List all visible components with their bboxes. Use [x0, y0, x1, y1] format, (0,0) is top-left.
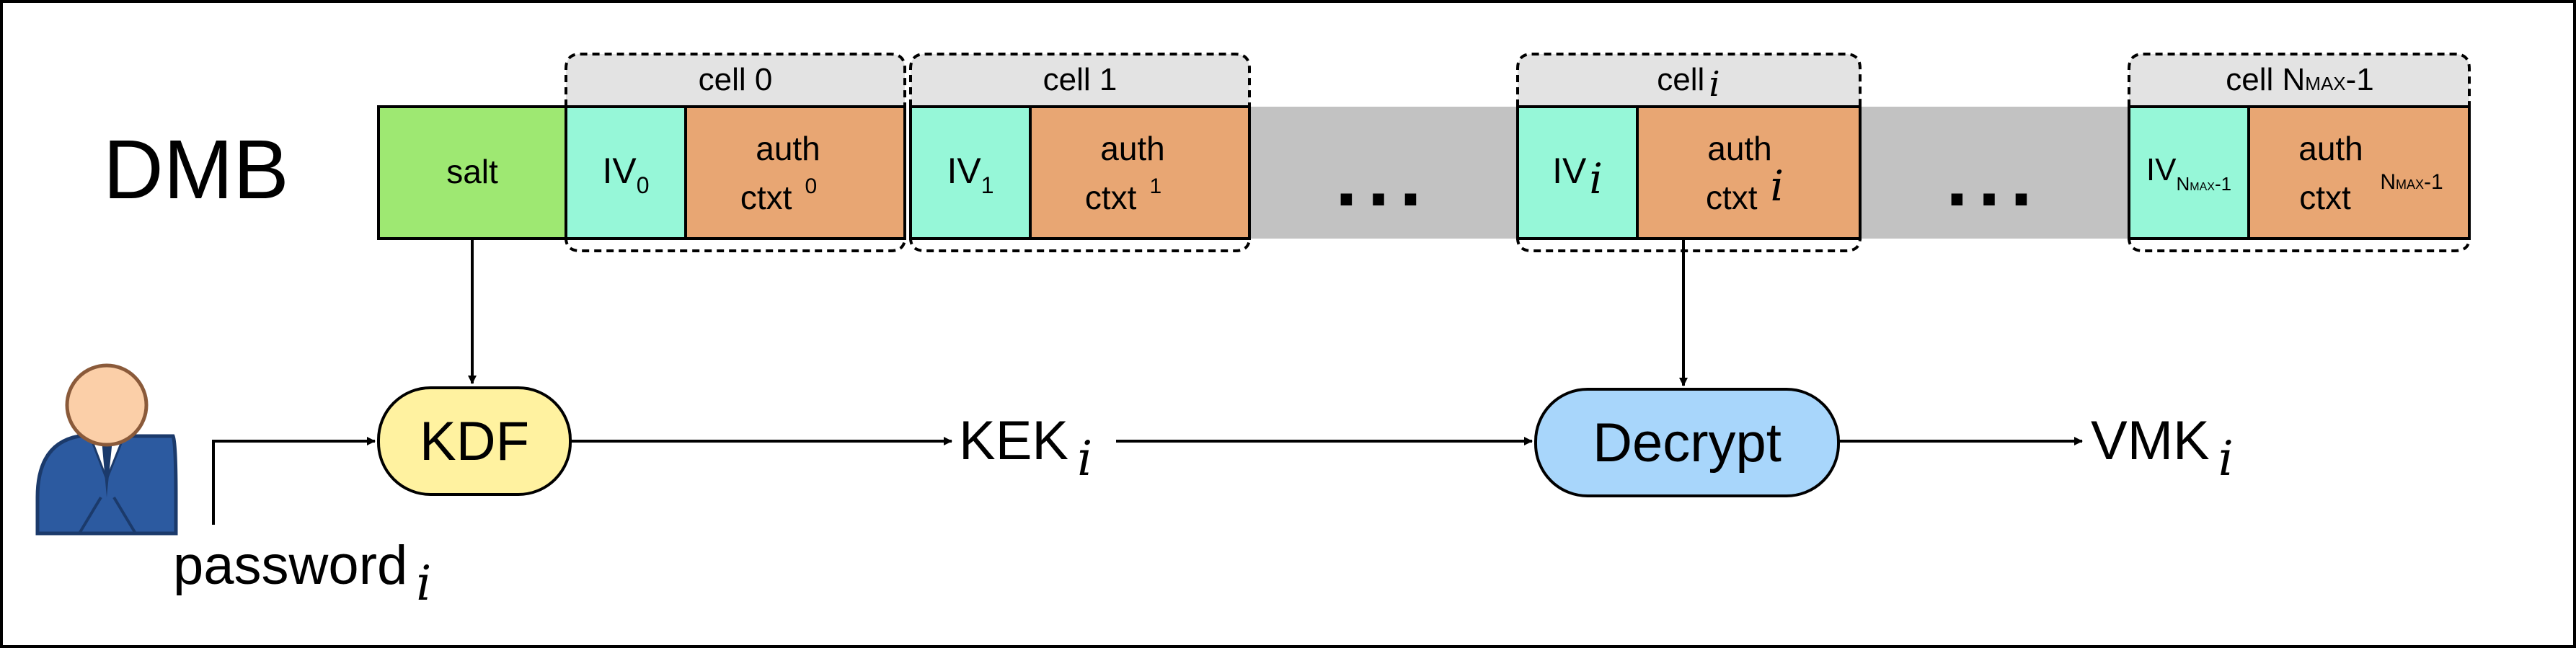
dmb-title: DMB	[103, 123, 289, 216]
iv-0-label: IV0	[602, 151, 649, 198]
salt-block	[377, 105, 567, 240]
ctxt-nmax-line1: auth	[2298, 130, 2363, 167]
salt-label: salt	[446, 153, 498, 190]
iv-0-block	[565, 105, 687, 240]
cell-nmax-group: cell NMAX-1	[2128, 53, 2471, 252]
cell-nmax-header: cell NMAX-1	[2226, 62, 2374, 97]
cell-0-group: cell 0	[565, 53, 906, 252]
iv-1-block	[909, 105, 1032, 240]
cell-1-group: cell 1	[909, 53, 1251, 252]
user-icon	[35, 363, 178, 536]
iv-i-label: IVi	[1552, 151, 1603, 203]
password-to-kdf-arrow	[212, 437, 376, 525]
kdf-label: KDF	[420, 411, 529, 472]
cell-1-header: cell 1	[1043, 62, 1117, 97]
gap-segment-1	[1249, 107, 1518, 239]
ctxt-nmax-line2: ctxt	[2299, 179, 2351, 216]
gap-segment-2	[1860, 107, 2129, 239]
ctxt-i-block	[1636, 105, 1862, 240]
ellipsis-2: ...	[1946, 134, 2042, 223]
ellipsis-1: ...	[1335, 134, 1432, 223]
ctxt-nmax-sup: NMAX-1	[2380, 170, 2443, 194]
ctxt-1-line1: auth	[1100, 130, 1165, 167]
ctxt-0-block	[684, 105, 906, 240]
cell-0-header: cell 0	[699, 62, 773, 97]
ctxt-1-block	[1029, 105, 1251, 240]
ctxt-nmax-block	[2247, 105, 2471, 240]
iv-nmax-label: IVNMAX-1	[2146, 152, 2231, 195]
decrypt-label: Decrypt	[1593, 412, 1781, 474]
iv-i-block	[1516, 105, 1639, 240]
ctxt-0-line1: auth	[756, 130, 820, 167]
ctxt-i-line1: auth	[1707, 130, 1772, 167]
iv-1-label: IV1	[947, 151, 993, 198]
